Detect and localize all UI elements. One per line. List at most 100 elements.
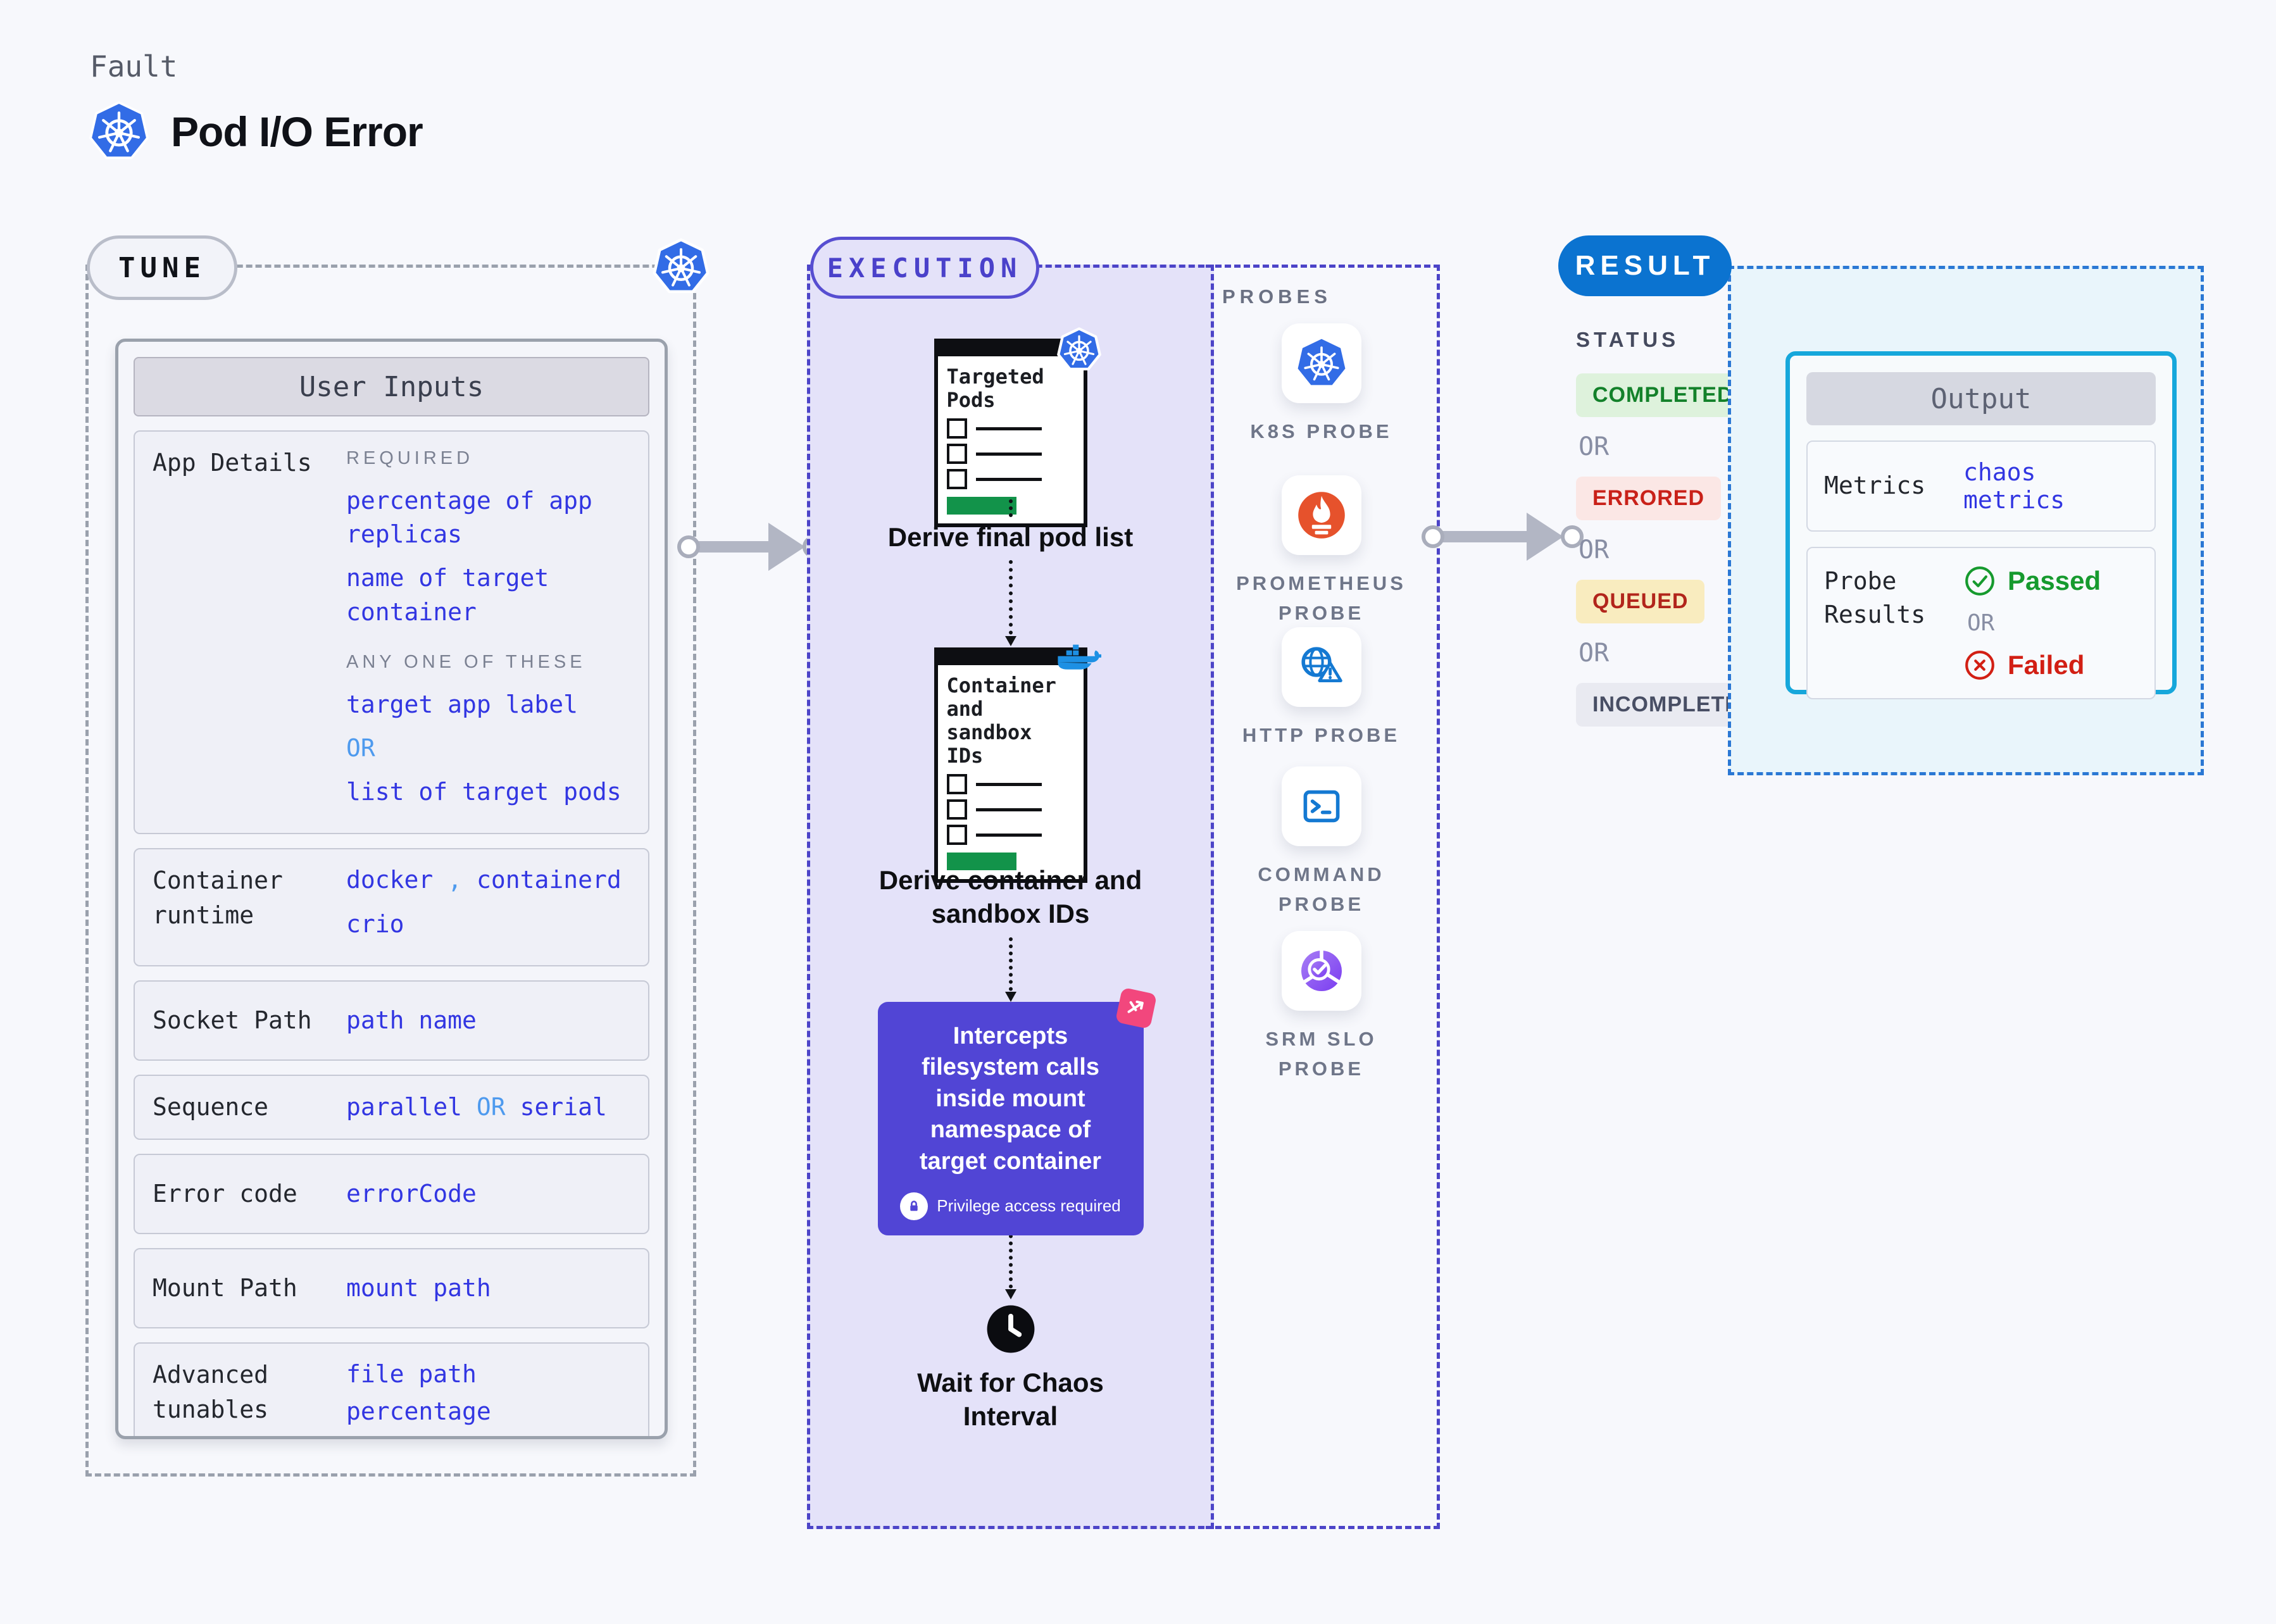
result-section-pill: RESULT — [1558, 235, 1732, 296]
x-circle-icon — [1963, 649, 1996, 682]
privilege-note: Privilege access required — [937, 1196, 1121, 1216]
kubernetes-icon — [1056, 327, 1101, 373]
row-advanced-tunables: Advanced tunables file path percentage m… — [134, 1342, 649, 1436]
or-separator: OR — [1579, 639, 1610, 668]
row-value: errorCode — [346, 1179, 477, 1208]
row-label: Sequence — [153, 1092, 269, 1121]
metrics-value: chaos metrics — [1963, 458, 2065, 514]
intercept-step-box: Intercepts filesystem calls inside mount… — [877, 987, 1157, 1235]
or-separator: OR — [1579, 432, 1610, 461]
probe-item: COMMAND PROBE — [1206, 766, 1437, 919]
green-button-bar — [946, 497, 1016, 515]
slo-check-icon — [1281, 931, 1361, 1011]
fault-kicker: Fault — [90, 49, 178, 84]
probe-item: PROMETHEUS PROBE — [1206, 475, 1437, 628]
user-inputs-title: User Inputs — [134, 357, 649, 416]
green-button-bar — [946, 853, 1016, 871]
row-value: percentage — [346, 1397, 491, 1426]
probe-label: HTTP PROBE — [1242, 724, 1401, 746]
intercept-description: Intercepts filesystem calls inside mount… — [919, 1023, 1102, 1175]
row-label: App Details — [153, 449, 312, 477]
checkbox-list-item — [946, 469, 1075, 490]
probe-item: SRM SLO PROBE — [1206, 931, 1437, 1084]
checkbox-list-item — [946, 774, 1075, 795]
probes-panel: PROBES K8S PROBE — [1206, 265, 1440, 1529]
lock-icon — [900, 1192, 929, 1220]
check-circle-icon — [1963, 565, 1996, 597]
status-badge-queued: QUEUED — [1576, 580, 1705, 623]
row-app-details: App Details REQUIRED percentage of app r… — [134, 430, 649, 835]
or-separator: OR — [1967, 610, 1995, 636]
probe-results-row: Probe Results Passed OR — [1806, 547, 2156, 699]
container-ids-card: Container and sandbox IDs — [934, 644, 1101, 884]
row-socket-path: Socket Path path name — [134, 980, 649, 1061]
any-one-kicker: ANY ONE OF THESE — [346, 651, 586, 672]
probe-label: SRM SLO PROBE — [1265, 1028, 1377, 1080]
row-value: percentage of app replicas — [346, 487, 592, 549]
probes-panel-title: PROBES — [1222, 285, 1332, 308]
card-title-bar — [937, 651, 1084, 665]
status-heading: STATUS — [1576, 328, 1680, 351]
row-value: name of target container — [346, 564, 549, 626]
step-caption: Derive container and sandbox IDs — [879, 865, 1142, 928]
execution-section: Targeted Pods Derive final pod list — [807, 265, 1214, 1529]
checkbox-list-item — [946, 825, 1075, 846]
metrics-row: Metrics chaos metrics — [1806, 440, 2156, 532]
kubernetes-icon — [1281, 323, 1361, 403]
probe-results-label: Probe Results — [1824, 567, 1926, 629]
row-value: mount path — [346, 1273, 491, 1302]
page-title: Pod I/O Error — [171, 108, 423, 155]
or-separator: OR — [346, 734, 375, 762]
row-label: Error code — [153, 1179, 297, 1208]
output-title: Output — [1806, 372, 2156, 425]
row-value: path name — [346, 1006, 477, 1034]
row-label: Mount Path — [153, 1273, 297, 1302]
tune-section-pill: TUNE — [87, 235, 237, 300]
row-value: method types — [346, 1432, 630, 1436]
status-column: STATUS COMPLETED OR ERRORED OR QUEUED OR… — [1576, 328, 1773, 727]
or-separator: OR — [476, 1092, 506, 1121]
row-value: crio — [346, 909, 404, 938]
tune-section: User Inputs App Details REQUIRED percent… — [85, 238, 710, 1477]
flow-connector — [1004, 1227, 1016, 1299]
row-value: parallel OR serial — [346, 1092, 607, 1121]
docker-icon — [1057, 636, 1101, 682]
row-value: target app label — [346, 690, 578, 718]
clock-icon — [986, 1304, 1035, 1354]
row-value: file path — [346, 1360, 477, 1389]
required-kicker: REQUIRED — [346, 448, 474, 468]
execution-to-result-arrow — [1422, 513, 1584, 561]
step-caption: Derive final pod list — [887, 522, 1134, 552]
probe-item: K8S PROBE — [1206, 323, 1437, 447]
row-value: docker , containerd — [346, 866, 622, 894]
targeted-pods-card: Targeted Pods — [934, 327, 1101, 528]
step-caption: Wait for Chaos Interval — [917, 1368, 1104, 1431]
result-panel: Output Metrics chaos metrics Probe Resul… — [1728, 266, 2204, 775]
flow-connector — [1008, 499, 1013, 517]
probe-label: PROMETHEUS PROBE — [1236, 572, 1406, 624]
row-container-runtime: Container runtime docker , containerd cr… — [134, 848, 649, 966]
probe-item: HTTP PROBE — [1206, 627, 1437, 751]
execution-section-pill: EXECUTION — [810, 237, 1039, 299]
metrics-label: Metrics — [1824, 472, 1926, 500]
status-badge-errored: ERRORED — [1576, 477, 1722, 520]
probe-label: K8S PROBE — [1250, 420, 1392, 442]
card-title: Container and sandbox IDs — [946, 673, 1056, 768]
probe-label: COMMAND PROBE — [1258, 863, 1385, 915]
card-title: Targeted Pods — [946, 365, 1044, 413]
row-label: Advanced tunables — [153, 1361, 269, 1424]
row-value: list of target pods — [346, 778, 622, 806]
terminal-icon — [1281, 766, 1361, 846]
failed-status: Failed — [1963, 649, 2101, 682]
user-inputs-card: User Inputs App Details REQUIRED percent… — [115, 339, 668, 1439]
row-mount-path: Mount Path mount path — [134, 1247, 649, 1329]
output-card: Output Metrics chaos metrics Probe Resul… — [1785, 351, 2177, 699]
checkbox-list-item — [946, 799, 1075, 820]
globe-warning-icon — [1281, 627, 1361, 707]
card-title-bar — [937, 342, 1084, 356]
chaos-icon — [1115, 987, 1157, 1030]
flow-connector — [1004, 560, 1016, 646]
kubernetes-icon — [653, 237, 710, 297]
row-label: Container runtime — [153, 866, 283, 930]
comma-separator: , — [447, 866, 463, 894]
